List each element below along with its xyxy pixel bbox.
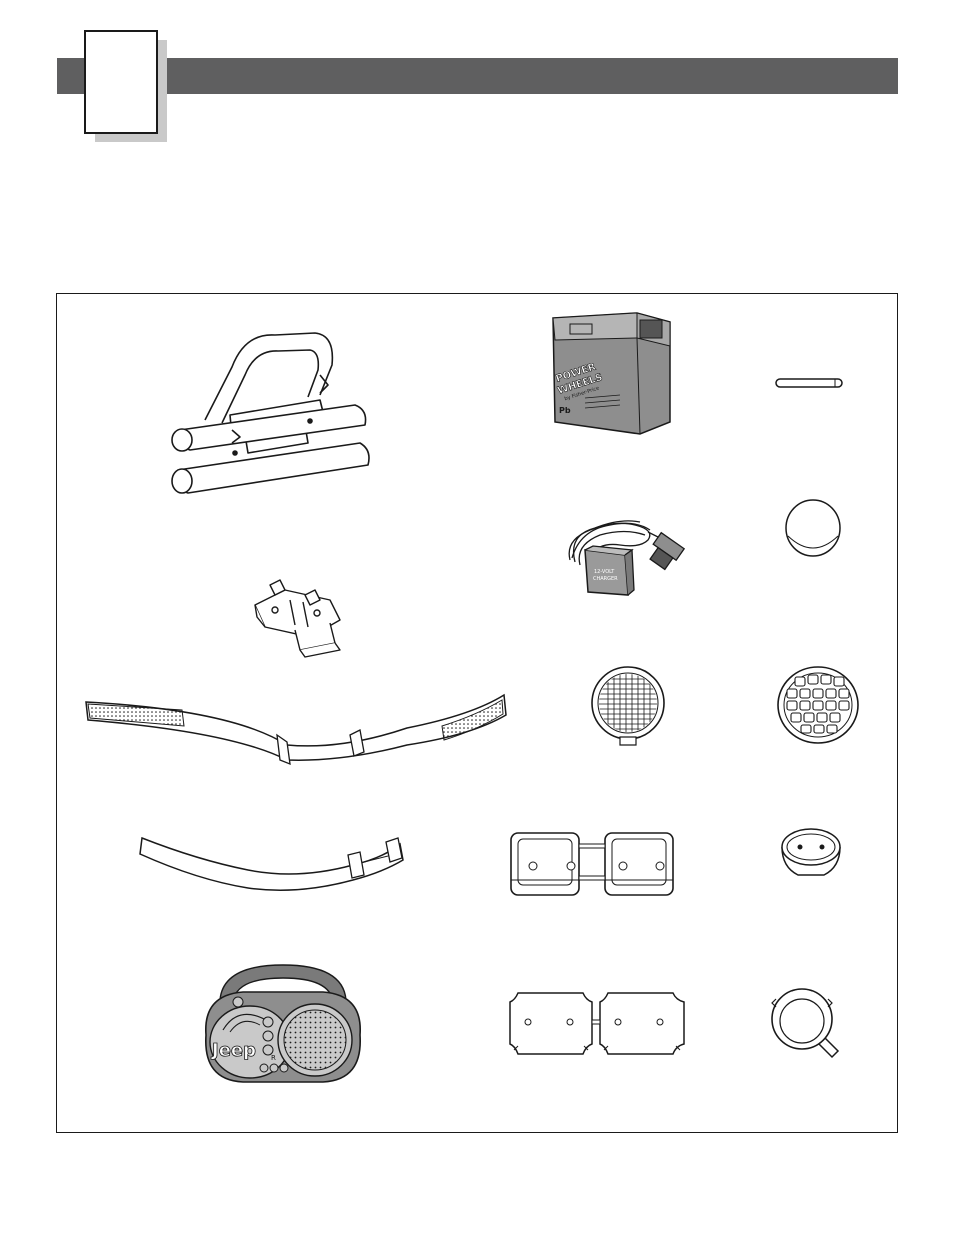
charger-illustration: 12-VOLT CHARGER [560,500,695,605]
charger-label-2: CHARGER [593,576,618,582]
radio-mark: R [271,1054,276,1062]
pin-illustration [775,377,845,391]
charger-label-1: 12-VOLT [594,569,615,575]
headlight-grille-illustration [775,665,861,747]
short-seat-belt-illustration [138,830,408,895]
radio-illustration: Jeep R [198,960,368,1085]
round-cap-illustration [783,498,843,560]
section-tab [84,30,158,134]
radio-brand: Jeep [210,1040,256,1061]
reflector-plates-illustration [508,990,688,1058]
roll-bar-illustration [160,325,375,505]
long-seat-belt-illustration [82,690,512,770]
small-cap-illustration [778,825,844,881]
battery-mark: Pb [559,406,571,415]
mirror-illustration [770,985,845,1065]
connector-bracket-illustration [245,575,350,660]
headlight-lens-illustration [588,665,668,747]
taillight-pair-illustration [508,830,676,898]
battery-illustration: POWER WHEELS by Fisher-Price Pb [545,310,675,438]
section-header-bar [57,58,898,94]
